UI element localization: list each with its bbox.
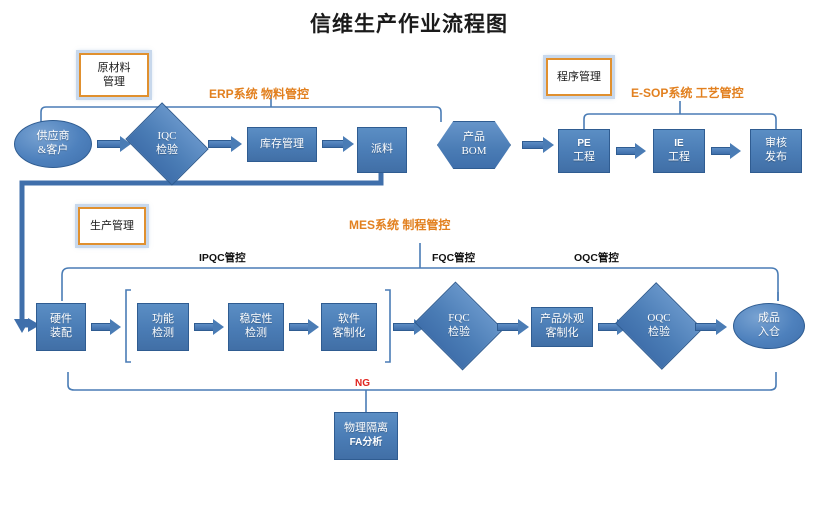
ipqc-label: IPQC管控 <box>199 252 246 264</box>
esop-system-label: E-SOP系统 工艺管控 <box>631 86 744 100</box>
node-stability-test[interactable]: 稳定性 检测 <box>228 303 284 351</box>
arrow-oqc-to-warehouse <box>695 319 727 335</box>
node-function-test-label: 功能 检测 <box>152 313 174 339</box>
arrow-fqc-to-appearance <box>497 319 529 335</box>
oqc-label: OQC管控 <box>574 252 619 264</box>
arrow-assembly-to-function <box>91 319 121 335</box>
tagbox-raw-material-label: 原材料管理 <box>97 61 131 88</box>
arrow-pe-to-ie <box>616 143 646 159</box>
node-warehouse-label: 成品 入仓 <box>758 312 780 338</box>
fqc-label: FQC管控 <box>432 252 476 264</box>
node-oqc-inspection[interactable]: OQC 检验 <box>615 282 703 370</box>
mes-system-label: MES系统 制程管控 <box>349 218 451 232</box>
ng-bracket <box>67 372 777 391</box>
erp-bracket-right-tick <box>435 106 442 122</box>
node-hardware-assembly-label: 硬件 装配 <box>50 313 72 339</box>
node-inventory-management[interactable]: 库存管理 <box>247 127 317 162</box>
node-bom-label: 产品 BOM <box>461 131 487 157</box>
node-iqc-label: IQC 检验 <box>156 130 178 156</box>
node-software-customization[interactable]: 软件 客制化 <box>321 303 377 351</box>
tagbox-program-label: 程序管理 <box>557 70 601 83</box>
node-pe-label: PE 工程 <box>573 138 595 163</box>
arrow-supplier-to-iqc <box>97 136 131 152</box>
erp-bracket <box>40 106 436 128</box>
node-dispatch-label: 派料 <box>371 143 393 156</box>
page-title: 信维生产作业流程图 <box>310 12 508 36</box>
node-oqc-label: OQC 检验 <box>647 312 671 338</box>
node-review-label: 审核 发布 <box>765 137 787 163</box>
node-stability-test-label: 稳定性 检测 <box>239 313 273 339</box>
node-physical-isolation-label: 物理隔离 FA分析 <box>344 422 388 448</box>
node-hardware-assembly[interactable]: 硬件 装配 <box>36 303 86 351</box>
arrow-inventory-to-dispatch <box>322 136 354 152</box>
node-appearance-label: 产品外观 客制化 <box>540 313 584 339</box>
arrow-stability-to-software <box>289 319 319 335</box>
node-product-bom[interactable]: 产品 BOM <box>437 121 511 169</box>
bom-hexagon-shape <box>437 121 511 169</box>
node-pe-engineering[interactable]: PE 工程 <box>558 129 610 173</box>
node-material-dispatch[interactable]: 派料 <box>357 127 407 173</box>
node-supplier-customer-label: 供应商 &客户 <box>36 130 70 156</box>
node-ie-label: IE 工程 <box>668 138 690 163</box>
node-ie-engineering[interactable]: IE 工程 <box>653 129 705 173</box>
arrow-bom-to-pe <box>522 137 554 153</box>
node-fqc-label: FQC 检验 <box>448 312 470 338</box>
ipqc-sub-bracket-right <box>385 289 391 363</box>
node-finished-goods-warehouse[interactable]: 成品 入仓 <box>733 303 805 349</box>
tagbox-program-management: 程序管理 <box>543 55 615 99</box>
dispatch-to-assembly-arrowhead <box>14 319 30 333</box>
erp-system-label: ERP系统 物料管控 <box>209 87 310 101</box>
node-review-release[interactable]: 审核 发布 <box>750 129 802 173</box>
node-physical-isolation-fa[interactable]: 物理隔离 FA分析 <box>334 412 398 460</box>
tagbox-production-label: 生产管理 <box>90 219 134 232</box>
tagbox-raw-material-management: 原材料管理 <box>76 50 152 100</box>
node-supplier-customer[interactable]: 供应商 &客户 <box>14 120 92 168</box>
arrow-ie-to-review <box>711 143 741 159</box>
arrow-function-to-stability <box>194 319 224 335</box>
ipqc-sub-bracket <box>125 289 131 363</box>
node-function-test[interactable]: 功能 检测 <box>137 303 189 351</box>
node-software-customization-label: 软件 客制化 <box>332 313 366 339</box>
ng-label: NG <box>355 378 370 389</box>
node-fqc-inspection[interactable]: FQC 检验 <box>414 281 504 371</box>
node-iqc-inspection[interactable]: IQC 检验 <box>125 102 209 186</box>
node-inventory-label: 库存管理 <box>260 137 304 150</box>
tagbox-production-management: 生产管理 <box>75 204 149 248</box>
node-appearance-customization[interactable]: 产品外观 客制化 <box>531 307 593 347</box>
arrow-iqc-to-inventory <box>208 136 242 152</box>
